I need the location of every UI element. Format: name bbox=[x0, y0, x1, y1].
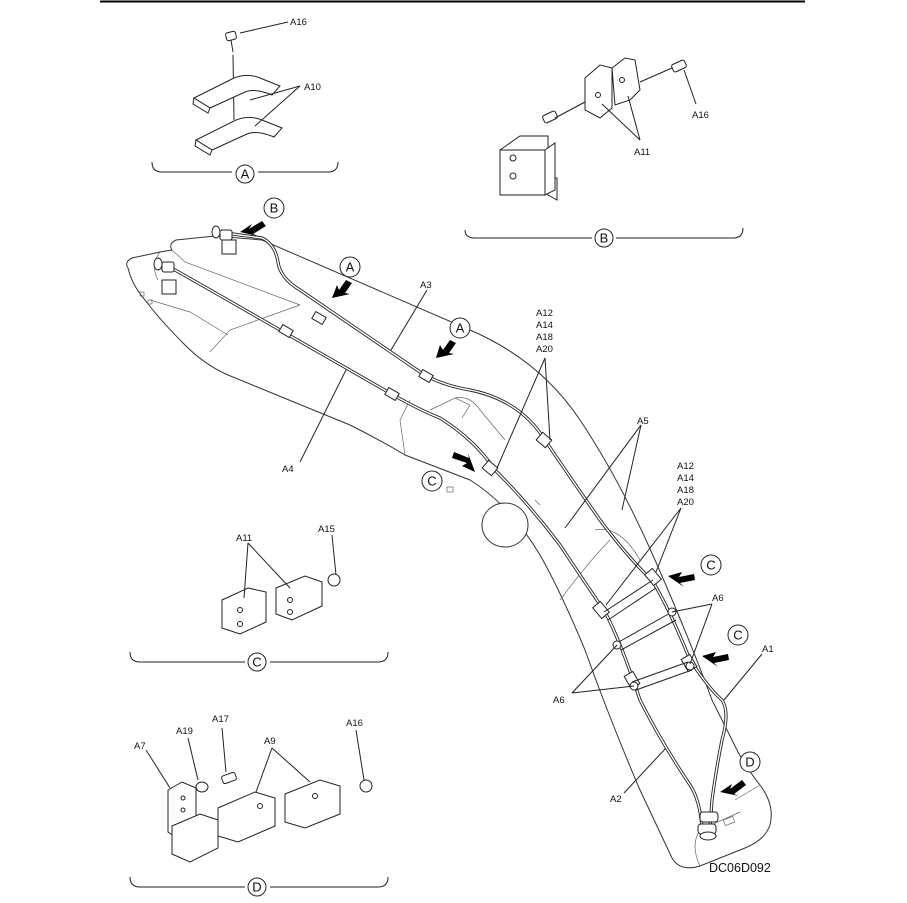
label-stack-2-1: A14 bbox=[677, 473, 694, 484]
tube-a3-upper bbox=[216, 230, 728, 830]
label-a2: A2 bbox=[610, 794, 622, 805]
label-stack-1-3: A20 bbox=[536, 344, 553, 355]
label-a6-right: A6 bbox=[712, 593, 724, 604]
letter-d-detail: D bbox=[252, 880, 261, 895]
letter-d-main: D bbox=[745, 755, 754, 770]
label-a19: A19 bbox=[176, 726, 193, 737]
label-stack-2-0: A12 bbox=[677, 461, 694, 472]
label-stack-2-2: A18 bbox=[677, 485, 694, 496]
arrow-d bbox=[720, 780, 746, 796]
label-a16-detail-a: A16 bbox=[290, 17, 307, 28]
letter-c-main-2: C bbox=[706, 558, 715, 573]
detail-d bbox=[129, 727, 389, 897]
letter-a-main-1: A bbox=[346, 260, 355, 275]
label-a3: A3 bbox=[420, 280, 432, 291]
boom-body bbox=[126, 235, 772, 869]
letter-b-main: B bbox=[270, 201, 279, 216]
label-a1: A1 bbox=[762, 644, 774, 655]
arrow-b bbox=[240, 221, 266, 236]
letter-a-detail: A bbox=[241, 167, 250, 182]
label-a6-left: A6 bbox=[553, 695, 565, 706]
arrow-a1 bbox=[332, 280, 352, 298]
label-stack-1-0: A12 bbox=[536, 308, 553, 319]
label-stack-1-2: A18 bbox=[536, 332, 553, 343]
drawing-code: DC06D092 bbox=[709, 861, 771, 875]
label-a17: A17 bbox=[212, 714, 229, 725]
label-a5: A5 bbox=[637, 416, 649, 427]
letter-b-detail: B bbox=[600, 231, 609, 246]
label-a7: A7 bbox=[134, 741, 146, 752]
arrow-a2 bbox=[436, 340, 456, 358]
label-a16-detail-b: A16 bbox=[692, 110, 709, 121]
letter-c-main-3: C bbox=[733, 628, 742, 643]
label-a11-detail-c: A11 bbox=[236, 533, 252, 544]
label-a10: A10 bbox=[304, 82, 321, 93]
tube-end-fittings-bottom bbox=[697, 811, 719, 841]
arrow-c1 bbox=[452, 452, 475, 472]
detail-callouts bbox=[263, 197, 761, 773]
label-a11-detail-b: A11 bbox=[634, 147, 650, 158]
tube-end-fittings-top bbox=[153, 225, 237, 295]
label-stack-1-1: A14 bbox=[536, 320, 553, 331]
letter-c-main-1: C bbox=[427, 474, 436, 489]
letter-c-detail: C bbox=[252, 655, 261, 670]
arrow-c2 bbox=[668, 572, 695, 587]
letter-a-main-2: A bbox=[456, 321, 465, 336]
leader-lines bbox=[299, 289, 763, 794]
label-a16-detail-d: A16 bbox=[346, 718, 363, 729]
label-a4: A4 bbox=[282, 464, 294, 475]
arrow-c3 bbox=[702, 652, 729, 667]
label-a15: A15 bbox=[318, 524, 335, 535]
label-stack-2-3: A20 bbox=[677, 497, 694, 508]
detail-b bbox=[464, 57, 744, 248]
detail-c bbox=[129, 534, 389, 672]
label-a9: A9 bbox=[264, 736, 276, 747]
detail-a bbox=[151, 21, 339, 184]
